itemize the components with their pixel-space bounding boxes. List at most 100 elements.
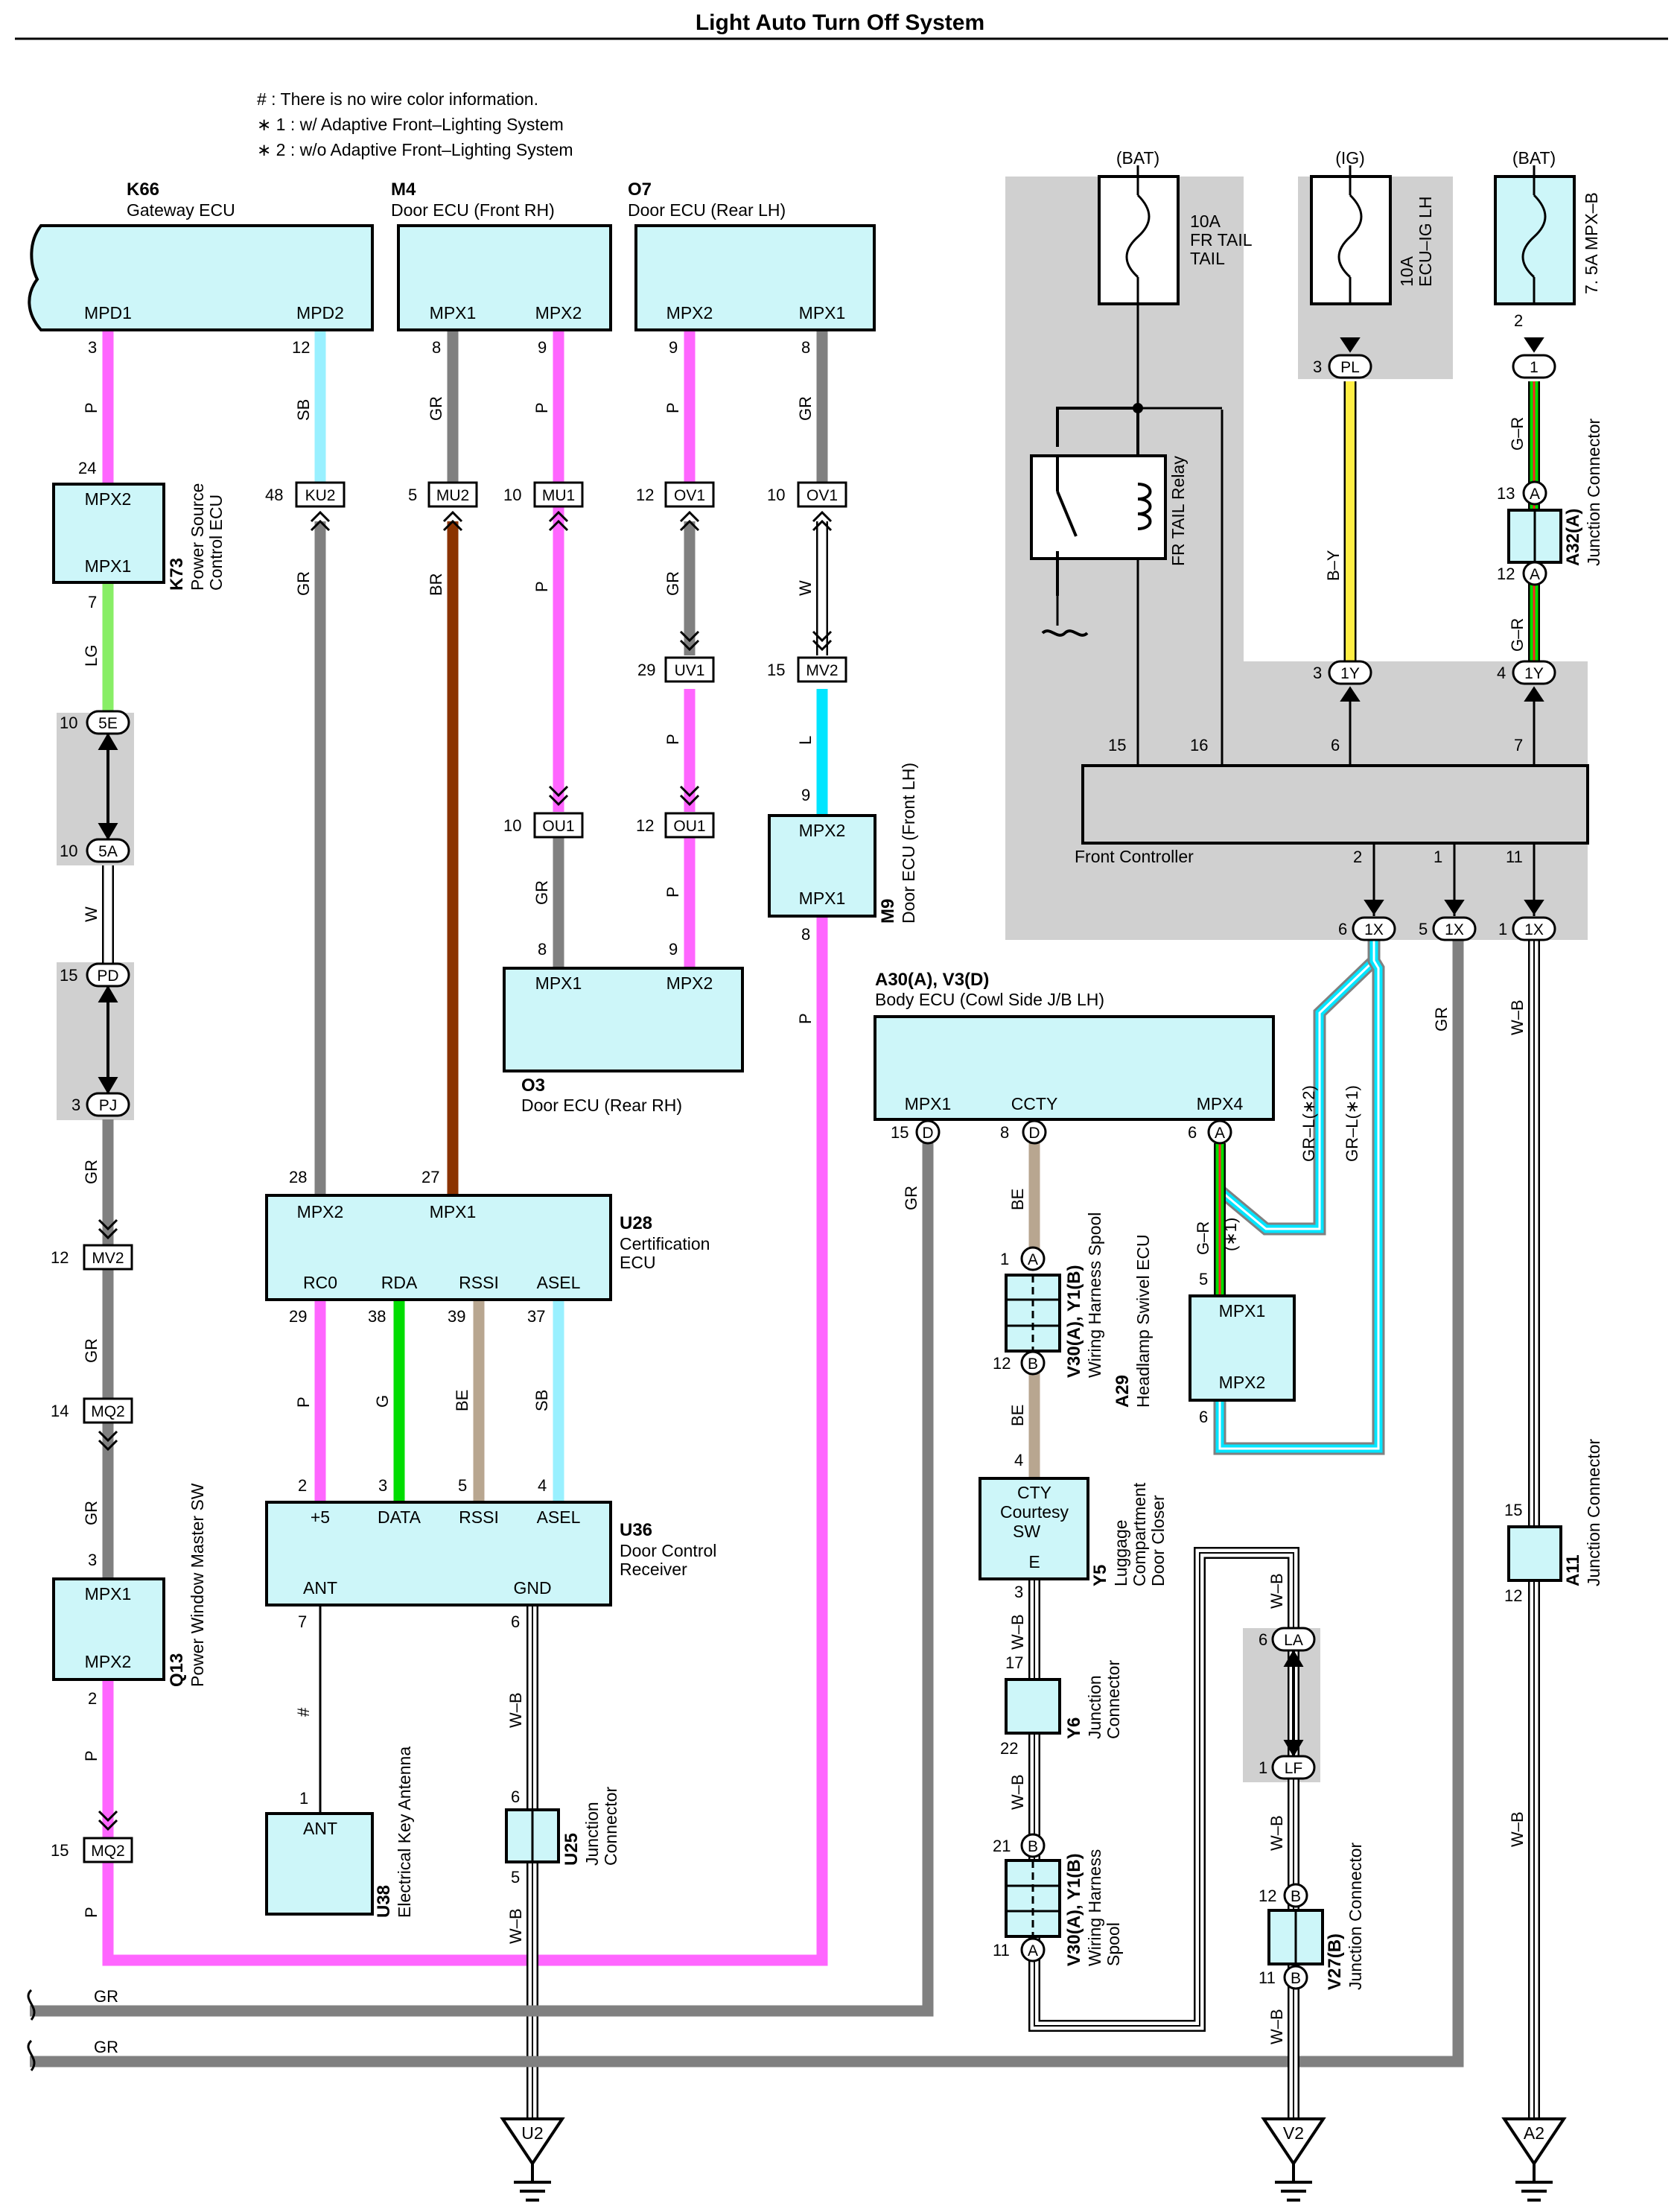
- svg-text:15: 15: [1108, 736, 1126, 754]
- svg-text:10: 10: [503, 486, 521, 504]
- svg-text:ANT: ANT: [303, 1819, 337, 1838]
- svg-text:Connector: Connector: [1104, 1660, 1123, 1739]
- svg-text:8: 8: [801, 925, 810, 944]
- svg-text:15: 15: [60, 966, 77, 985]
- svg-text:11: 11: [1259, 1968, 1276, 1987]
- svg-text:GR: GR: [294, 571, 313, 596]
- svg-text:7: 7: [88, 593, 97, 611]
- ground-v2: V2: [1283, 2123, 1304, 2143]
- svg-text:B: B: [1028, 1356, 1038, 1373]
- svg-text:6: 6: [1259, 1630, 1267, 1649]
- svg-text:4: 4: [1014, 1451, 1023, 1469]
- svg-text:7. 5A MPX–B: 7. 5A MPX–B: [1582, 192, 1601, 294]
- svg-text:A11: A11: [1563, 1554, 1583, 1586]
- connector-chevrons: [98, 510, 833, 1831]
- svg-text:12: 12: [993, 1354, 1011, 1373]
- m4-box: [397, 224, 612, 331]
- ground-a2: A2: [1524, 2123, 1544, 2143]
- fuse-elements: [1125, 165, 1547, 304]
- svg-text:9: 9: [669, 940, 678, 959]
- svg-text:(BAT): (BAT): [1116, 148, 1159, 168]
- svg-text:3: 3: [1014, 1583, 1023, 1601]
- svg-text:MPX2: MPX2: [799, 821, 846, 840]
- svg-text:V30(A), Y1(B): V30(A), Y1(B): [1064, 1853, 1084, 1966]
- svg-text:5: 5: [408, 486, 417, 504]
- svg-text:12: 12: [636, 486, 654, 504]
- svg-text:B: B: [1028, 1838, 1038, 1855]
- ground-symbols: [500, 2117, 1567, 2202]
- svg-text:W–B: W–B: [1008, 1614, 1027, 1650]
- svg-text:MPX1: MPX1: [430, 1202, 477, 1221]
- fuses: [1098, 175, 1576, 305]
- svg-text:Junction Connector: Junction Connector: [1346, 1842, 1365, 1990]
- svg-text:6: 6: [1188, 1123, 1197, 1142]
- diagram-title: Light Auto Turn Off System: [696, 10, 984, 35]
- svg-text:ANT: ANT: [303, 1578, 337, 1598]
- svg-text:3: 3: [71, 1096, 80, 1114]
- svg-text:1X: 1X: [1524, 921, 1544, 938]
- svg-text:8: 8: [538, 940, 547, 959]
- note-hash: # : There is no wire color information.: [257, 89, 538, 109]
- u28-name-2: ECU: [620, 1253, 656, 1272]
- svg-text:21: 21: [993, 1837, 1011, 1855]
- svg-text:Wiring Harness Spool: Wiring Harness Spool: [1085, 1213, 1104, 1378]
- svg-text:39: 39: [448, 1307, 465, 1326]
- circle-tags: [915, 480, 1547, 1990]
- svg-text:17: 17: [1005, 1653, 1023, 1672]
- svg-text:(BAT): (BAT): [1512, 148, 1556, 168]
- svg-text:MPX1: MPX1: [799, 889, 846, 908]
- svg-text:L: L: [796, 736, 815, 745]
- svg-text:A29: A29: [1113, 1375, 1133, 1408]
- svg-text:1X: 1X: [1364, 921, 1384, 938]
- svg-text:SW: SW: [1013, 1522, 1040, 1541]
- svg-text:MPX1: MPX1: [535, 973, 582, 993]
- svg-text:FR TAIL Relay: FR TAIL Relay: [1168, 456, 1188, 566]
- svg-text:10: 10: [503, 816, 521, 835]
- svg-text:38: 38: [368, 1307, 386, 1326]
- svg-text:1Y: 1Y: [1524, 665, 1544, 682]
- svg-text:GR–L(∗2): GR–L(∗2): [1299, 1085, 1318, 1162]
- svg-text:RSSI: RSSI: [459, 1273, 499, 1292]
- svg-text:MPX2: MPX2: [666, 973, 713, 993]
- svg-text:A: A: [1530, 566, 1540, 583]
- svg-text:MQ2: MQ2: [91, 1403, 125, 1420]
- svg-text:RC0: RC0: [303, 1273, 337, 1292]
- note-star2: ∗ 2 : w/o Adaptive Front–Lighting System: [257, 140, 573, 159]
- wire-break-symbols: [27, 1989, 36, 2071]
- svg-text:48: 48: [265, 486, 283, 504]
- svg-text:BE: BE: [1008, 1189, 1027, 1210]
- svg-text:12: 12: [292, 338, 310, 357]
- svg-text:P: P: [664, 402, 682, 413]
- svg-text:+5: +5: [311, 1507, 330, 1527]
- svg-text:Spool: Spool: [1104, 1922, 1123, 1966]
- svg-text:5: 5: [511, 1868, 520, 1887]
- svg-text:W–B: W–B: [1267, 1573, 1286, 1609]
- svg-text:8: 8: [432, 338, 441, 357]
- svg-text:ASEL: ASEL: [537, 1273, 581, 1292]
- svg-text:12: 12: [636, 816, 654, 835]
- svg-text:Junction Connector: Junction Connector: [1584, 1438, 1603, 1586]
- svg-text:9: 9: [801, 786, 810, 804]
- svg-text:W–B: W–B: [1008, 1774, 1027, 1810]
- svg-text:Control ECU: Control ECU: [206, 495, 226, 591]
- svg-text:Q13: Q13: [167, 1653, 187, 1687]
- svg-text:1: 1: [1498, 920, 1507, 938]
- svg-text:1Y: 1Y: [1340, 665, 1360, 682]
- svg-text:BE: BE: [1008, 1405, 1027, 1426]
- k66-name: Gateway ECU: [127, 200, 235, 220]
- u36-box: [265, 1501, 612, 1606]
- svg-text:1: 1: [1434, 848, 1442, 866]
- svg-text:U38: U38: [374, 1885, 394, 1918]
- gr-bus-label-2: GR: [94, 2038, 118, 2056]
- svg-text:B: B: [1291, 1888, 1301, 1905]
- svg-text:GR: GR: [82, 1338, 101, 1363]
- a11-box: [1507, 1525, 1562, 1582]
- svg-text:P: P: [294, 1396, 313, 1408]
- svg-text:Headlamp Swivel ECU: Headlamp Swivel ECU: [1133, 1234, 1153, 1408]
- svg-text:6: 6: [1331, 736, 1340, 754]
- svg-text:RSSI: RSSI: [459, 1507, 499, 1527]
- svg-text:28: 28: [289, 1168, 307, 1186]
- u28-box: [265, 1194, 612, 1301]
- svg-text:PD: PD: [97, 967, 118, 985]
- svg-text:11: 11: [1506, 848, 1523, 866]
